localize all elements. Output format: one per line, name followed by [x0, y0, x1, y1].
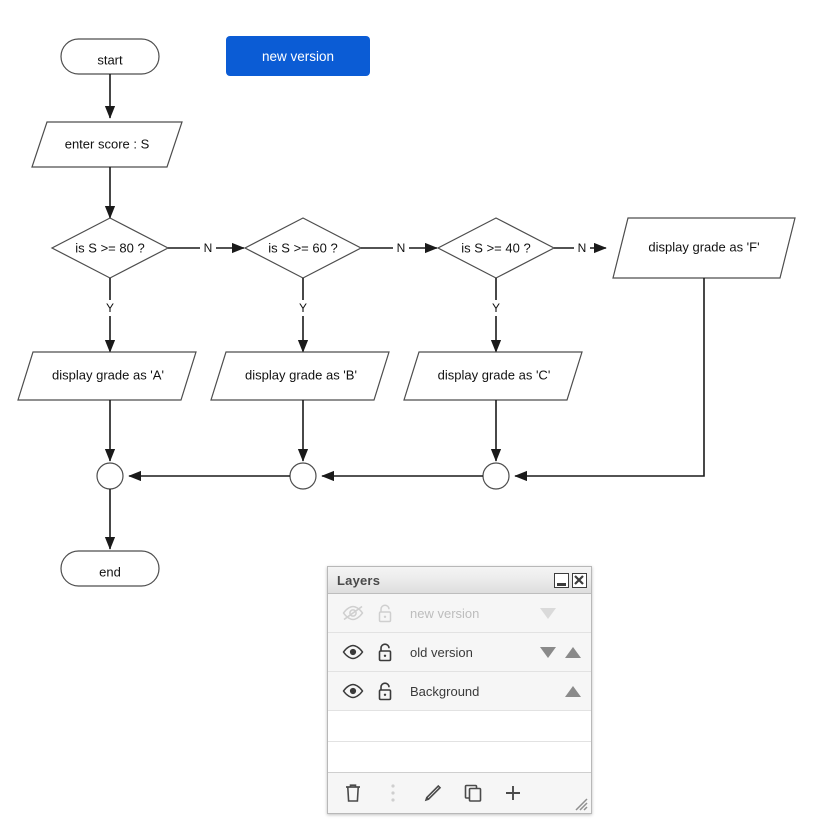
layers-list[interactable]: new version old version — [328, 594, 591, 741]
layer-move-arrows — [531, 685, 581, 697]
pencil-icon[interactable] — [420, 780, 446, 806]
edge-label-n1-top: N — [204, 241, 213, 255]
layer-move-arrows — [531, 646, 581, 658]
node-output-c-label: display grade as 'C' — [438, 367, 551, 382]
edge-label-n2: N — [397, 241, 406, 255]
node-output-b-label: display grade as 'B' — [245, 367, 357, 382]
new-version-button[interactable]: new version — [226, 36, 370, 76]
layer-row[interactable]: new version — [328, 594, 591, 633]
layers-toolbar — [328, 772, 591, 813]
vertical-dots-icon[interactable] — [380, 780, 406, 806]
layers-panel[interactable]: Layers n — [327, 566, 592, 814]
node-output-f[interactable]: display grade as 'F' — [612, 217, 796, 279]
node-end[interactable]: end — [60, 550, 160, 587]
node-output-b[interactable]: display grade as 'B' — [210, 351, 390, 401]
resize-grip-icon[interactable] — [574, 797, 588, 811]
eye-off-icon[interactable] — [342, 605, 364, 621]
minimize-icon[interactable] — [554, 572, 569, 588]
move-down-icon[interactable] — [540, 646, 556, 658]
merge-node-1[interactable] — [96, 462, 124, 490]
node-start-label: start — [97, 52, 123, 67]
plus-icon[interactable] — [500, 780, 526, 806]
layer-row[interactable]: Background — [328, 672, 591, 711]
layer-move-arrows — [531, 607, 581, 619]
node-input[interactable]: enter score : S — [31, 121, 183, 168]
layer-row[interactable]: old version — [328, 633, 591, 672]
eye-icon[interactable] — [342, 683, 364, 699]
edge-label-y3: Y — [492, 301, 500, 315]
node-decision-1[interactable]: is S >= 80 ? — [50, 217, 170, 279]
trash-icon[interactable] — [340, 780, 366, 806]
edge-label-y2: Y — [299, 301, 307, 315]
node-decision-1-label: is S >= 80 ? — [75, 240, 144, 255]
node-decision-2[interactable]: is S >= 60 ? — [243, 217, 363, 279]
eye-icon[interactable] — [342, 644, 364, 660]
node-input-label: enter score : S — [65, 136, 150, 151]
layers-panel-titlebar[interactable]: Layers — [328, 567, 591, 594]
node-start[interactable]: start — [60, 38, 160, 75]
edge-label-n3: N — [578, 241, 587, 255]
layer-name: new version — [410, 605, 480, 621]
node-decision-3[interactable]: is S >= 40 ? — [436, 217, 556, 279]
edge-label-y1: Y — [106, 301, 114, 315]
layer-name: Background — [410, 683, 480, 699]
layers-panel-title: Layers — [337, 572, 381, 588]
move-up-icon[interactable] — [565, 646, 581, 658]
lock-icon[interactable] — [374, 642, 396, 662]
layer-name: old version — [410, 644, 473, 660]
node-output-f-label: display grade as 'F' — [648, 239, 759, 254]
node-end-label: end — [99, 564, 121, 579]
merge-node-2[interactable] — [289, 462, 317, 490]
lock-icon[interactable] — [374, 681, 396, 701]
lock-icon[interactable] — [374, 603, 396, 623]
merge-node-3[interactable] — [482, 462, 510, 490]
move-up-icon[interactable] — [565, 685, 581, 697]
move-down-icon[interactable] — [540, 607, 556, 619]
layers-empty-area — [328, 741, 591, 772]
node-output-a-label: display grade as 'A' — [52, 367, 164, 382]
node-decision-3-label: is S >= 40 ? — [461, 240, 530, 255]
node-output-c[interactable]: display grade as 'C' — [403, 351, 583, 401]
node-output-a[interactable]: display grade as 'A' — [17, 351, 197, 401]
close-icon[interactable] — [572, 572, 587, 588]
duplicate-icon[interactable] — [460, 780, 486, 806]
node-decision-2-label: is S >= 60 ? — [268, 240, 337, 255]
